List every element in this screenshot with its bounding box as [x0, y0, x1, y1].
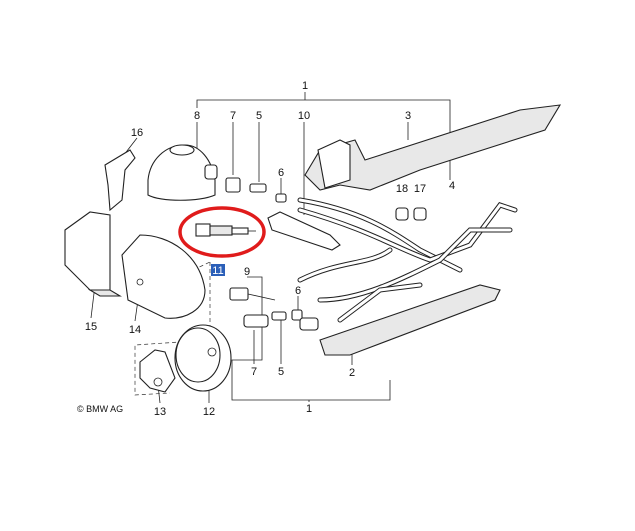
- part-13-mount: [139, 349, 176, 393]
- callout-6-top: 6: [278, 167, 284, 179]
- callout-5-top: 5: [256, 110, 262, 122]
- part-12-rotor: [174, 324, 232, 392]
- part-8-distributor-cap: [147, 144, 218, 201]
- callout-11[interactable]: 11: [212, 265, 223, 277]
- callout-13: 13: [154, 406, 166, 418]
- callout-3: 3: [405, 110, 411, 122]
- callout-8: 8: [194, 110, 200, 122]
- part-14-housing: [121, 234, 206, 319]
- part-16-bracket: [104, 149, 136, 212]
- callout-4: 4: [449, 180, 455, 192]
- connectors-top: [225, 177, 287, 203]
- bushings-18-17: [395, 207, 427, 221]
- part-10-lead: [267, 211, 341, 251]
- callout-7-bottom: 7: [251, 366, 257, 378]
- callout-labels: 1 8 7 5 10 3 16 6 18 17 4 11 9 6 15 14 2…: [77, 80, 455, 418]
- callout-10: 10: [298, 110, 310, 122]
- spark-plug: [195, 223, 256, 237]
- part-2-rail: [319, 284, 501, 356]
- ignition-leads: [297, 197, 518, 323]
- highlight-circle: [178, 206, 266, 258]
- connectors-bottom: [229, 287, 319, 331]
- selected-label-box: [211, 264, 225, 276]
- callout-1-bottom: 1: [306, 403, 312, 415]
- part-3-cover: [304, 104, 562, 191]
- callout-1-top: 1: [302, 80, 308, 92]
- callout-18: 18: [396, 183, 408, 195]
- copyright: © BMW AG: [77, 404, 123, 414]
- callout-9: 9: [244, 266, 250, 278]
- callout-2: 2: [349, 367, 355, 379]
- callout-14: 14: [129, 324, 141, 336]
- callout-16: 16: [131, 127, 143, 139]
- callout-15: 15: [85, 321, 97, 333]
- callout-7-top: 7: [230, 110, 236, 122]
- callout-12: 12: [203, 406, 215, 418]
- part-15-shield: [64, 211, 122, 297]
- callout-6-bottom: 6: [295, 285, 301, 297]
- callout-17: 17: [414, 183, 426, 195]
- callout-5-bottom: 5: [278, 366, 284, 378]
